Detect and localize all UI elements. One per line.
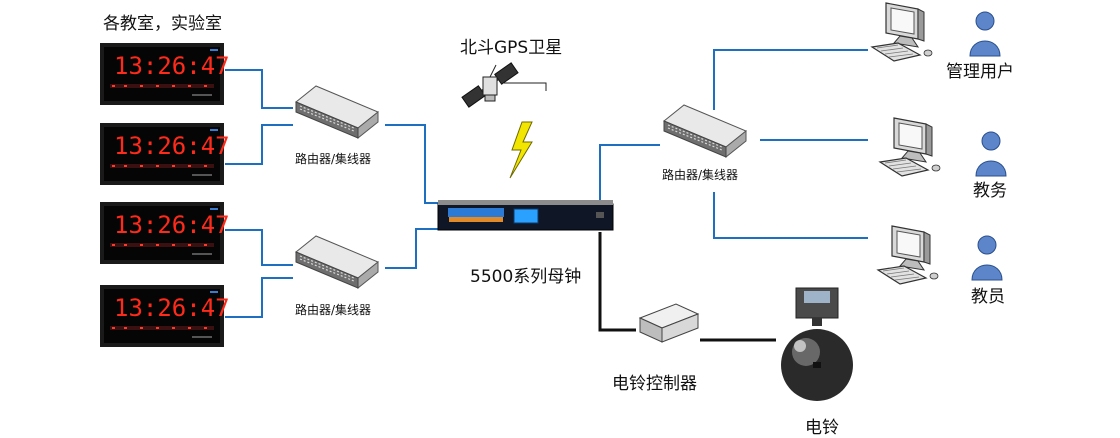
admin-computer: [871, 2, 933, 62]
admin-user-icon: [969, 11, 1001, 57]
router-left-bottom-label: 路由器/集线器: [295, 303, 372, 317]
affairs-computer: [879, 117, 941, 177]
bell-controller-label: 电铃控制器: [612, 374, 697, 394]
router-left-top: [295, 85, 379, 139]
bell-label: 电铃: [805, 418, 839, 438]
lightning-icon: [509, 121, 533, 179]
academic-affairs-label: 教务: [973, 181, 1007, 201]
classroom-clock-2: [100, 123, 230, 185]
teacher-label: 教员: [971, 287, 1005, 307]
router-right: [663, 104, 747, 158]
affairs-user-icon: [975, 131, 1007, 177]
classrooms-label: 各教室，实验室: [103, 14, 222, 34]
bell-links: [598, 232, 776, 342]
classroom-clock-3: [100, 202, 230, 264]
clock-links: [225, 49, 868, 318]
admin-user-label: 管理用户: [946, 62, 1014, 82]
router-right-label: 路由器/集线器: [662, 168, 739, 182]
teacher-user-icon: [971, 235, 1003, 281]
teacher-computer: [877, 225, 939, 285]
electric-bell-device: [781, 287, 853, 401]
bell-controller-device: [638, 303, 700, 343]
satellite-icon: [461, 62, 547, 108]
master-clock-label: 5500系列母钟: [470, 267, 582, 287]
router-left-bottom: [295, 235, 379, 289]
satellite-label: 北斗GPS卫星: [460, 38, 563, 58]
classroom-clock-4: [100, 285, 230, 347]
router-left-top-label: 路由器/集线器: [295, 152, 372, 166]
classroom-clock-1: [100, 43, 230, 105]
master-clock-device: [437, 200, 614, 231]
